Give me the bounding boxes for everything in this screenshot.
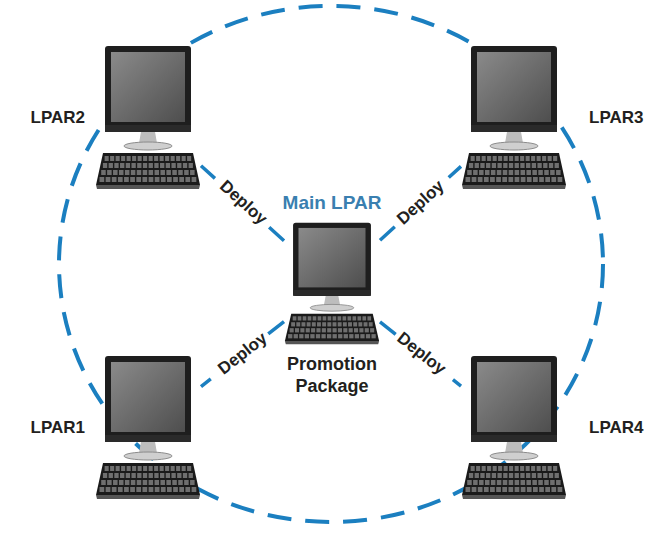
node-label: LPAR4	[589, 418, 643, 438]
deploy-connector	[380, 166, 461, 240]
computer-icon	[284, 222, 380, 346]
node-label: LPAR3	[589, 108, 643, 128]
node-caption: Promotion Package	[257, 354, 407, 397]
lpar-computer: LPAR3	[461, 45, 567, 191]
network-ring	[59, 6, 603, 522]
lpar-computer: LPAR2	[95, 45, 201, 191]
lpar-computer: LPAR4	[461, 355, 567, 501]
main-computer: Main LPARPromotion Package	[284, 222, 380, 346]
node-label: LPAR1	[31, 418, 85, 438]
edge-label: Deploy	[391, 175, 450, 231]
edge-label: Deploy	[212, 327, 273, 380]
computer-icon	[461, 355, 567, 501]
computer-icon	[95, 45, 201, 191]
deploy-connector	[201, 322, 284, 387]
deploy-connector	[380, 322, 461, 386]
edge-label: Deploy	[213, 175, 272, 231]
node-title: Main LPAR	[283, 192, 382, 214]
edge-label: Deploy	[390, 327, 451, 381]
lpar-computer: LPAR1	[95, 355, 201, 501]
computer-icon	[95, 355, 201, 501]
edge-group	[201, 166, 461, 387]
deploy-connector	[201, 166, 284, 241]
node-label: LPAR2	[31, 108, 85, 128]
computer-icon	[461, 45, 567, 191]
